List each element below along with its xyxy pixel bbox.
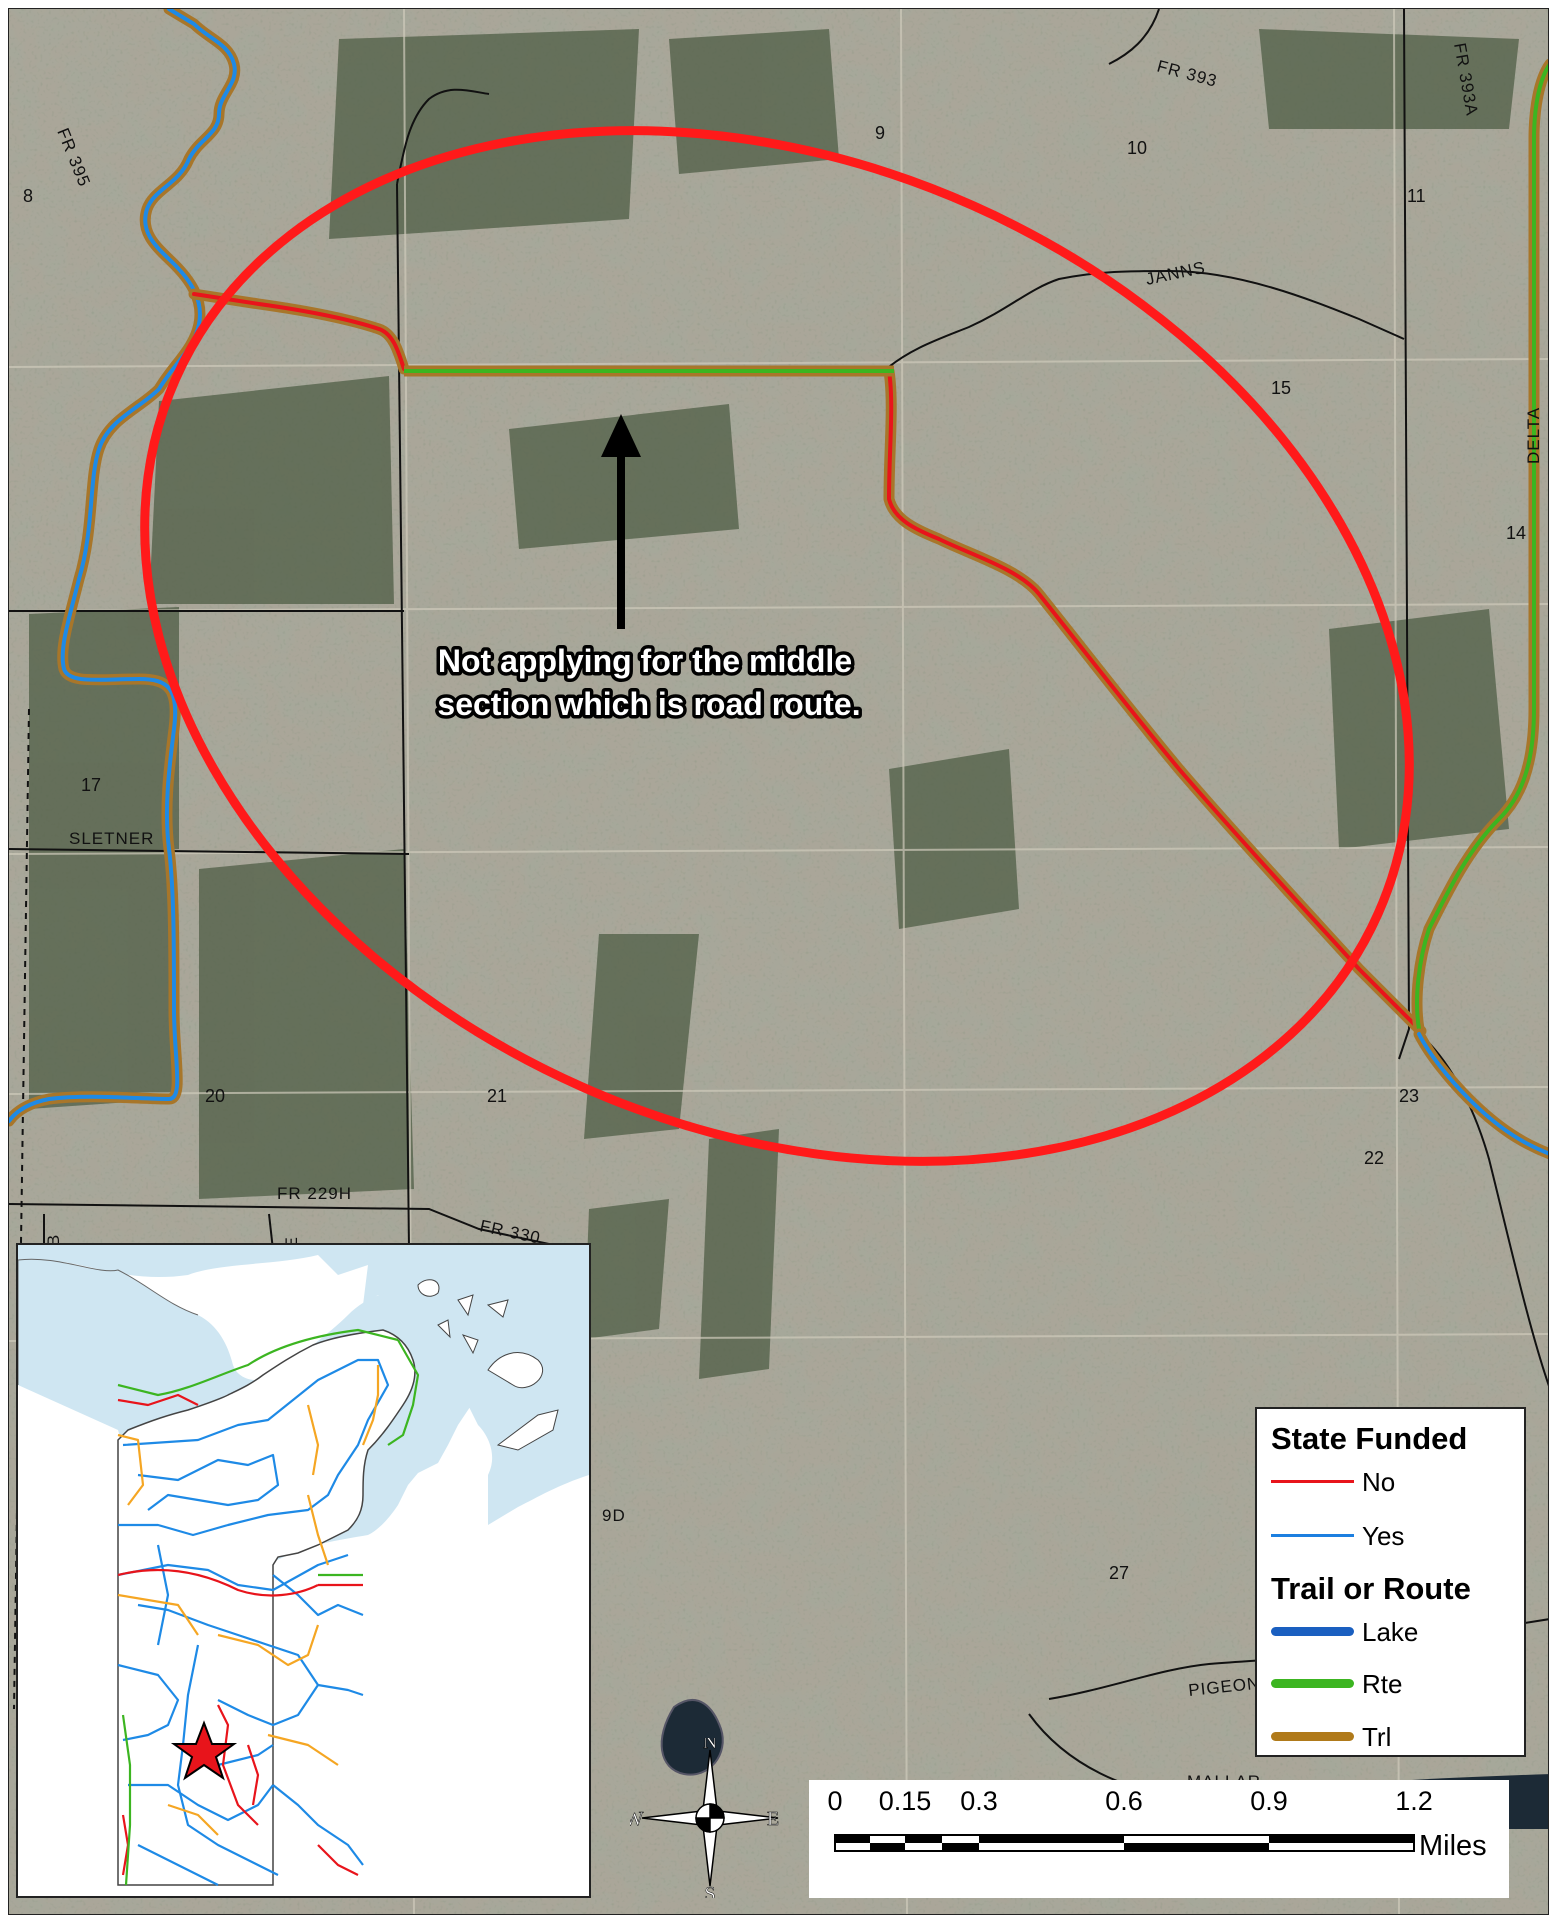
inset-shoreline [17,1258,199,1385]
road-label-sletner: SLETNER [69,829,154,848]
section-number: 10 [1127,138,1147,158]
highlight-ellipse[interactable] [9,9,1549,1354]
legend-title-state-funded: State Funded [1271,1421,1468,1456]
section-number: 23 [1399,1086,1419,1106]
legend: State Funded No Yes Trail or Route Lake … [1255,1407,1526,1757]
section-numbers: 8 9 10 11 15 14 17 20 21 23 22 27 [23,123,1526,1583]
legend-swatch-no [1271,1480,1354,1483]
inset-water [18,1245,589,1525]
trail-red [188,288,1427,1037]
section-number: 20 [205,1086,225,1106]
scale-bar-graphic [834,1834,1415,1852]
legend-label-no: No [1362,1467,1396,1497]
section-number: 14 [1506,523,1526,543]
callout-line-2: section which is road route. [437,686,860,722]
scale-tick-label: 0 [827,1786,843,1816]
section-number: 8 [23,186,33,206]
legend-label-trl: Trl [1362,1722,1392,1752]
inset-location-star [170,1720,238,1781]
trail-east [1411,58,1548,1160]
section-number: 27 [1109,1563,1129,1583]
callout-line-1: Not applying for the middle [438,643,852,679]
scale-tick-label: 0.15 [878,1786,932,1816]
scale-tick-label: 0.3 [960,1786,998,1816]
legend-swatch-yes [1271,1534,1354,1537]
partial-label: 9D [602,1506,626,1525]
callout-arrow [601,414,641,629]
scale-tick-label: 0.9 [1250,1786,1288,1816]
legend-label-yes: Yes [1362,1521,1405,1551]
section-number: 15 [1271,378,1291,398]
road-label-fr229h: FR 229H [277,1184,352,1203]
inset-trails [117,1328,420,1886]
north-arrow-compass: N S W E [630,1738,779,1898]
legend-swatch-trl [1271,1732,1354,1741]
legend-label-lake: Lake [1362,1617,1419,1647]
scale-bar: 0 0.15 0.3 0.6 0.9 1.2 Miles [809,1780,1509,1898]
scale-tick-label: 1.2 [1395,1786,1433,1816]
compass-e: E [767,1808,779,1830]
compass-n: N [703,1738,717,1753]
legend-label-rte: Rte [1362,1669,1403,1699]
section-number: 11 [1407,186,1426,206]
compass-s: S [704,1883,715,1898]
section-number: 22 [1364,1148,1384,1168]
section-number: 17 [81,775,101,795]
section-number: 9 [875,123,885,143]
trail-west [9,9,241,1127]
legend-swatch-lake [1271,1627,1354,1636]
scale-unit-label: Miles [1419,1830,1487,1862]
section-number: 21 [487,1086,507,1106]
inset-svg [17,1245,589,1896]
legend-swatch-rte [1271,1679,1354,1688]
compass-w: W [630,1808,644,1830]
road-label-delta: DELTA [1524,407,1543,464]
scale-tick-label: 0.6 [1105,1786,1143,1816]
legend-title-trail-route: Trail or Route [1271,1571,1471,1606]
locator-inset-map[interactable] [16,1243,591,1898]
